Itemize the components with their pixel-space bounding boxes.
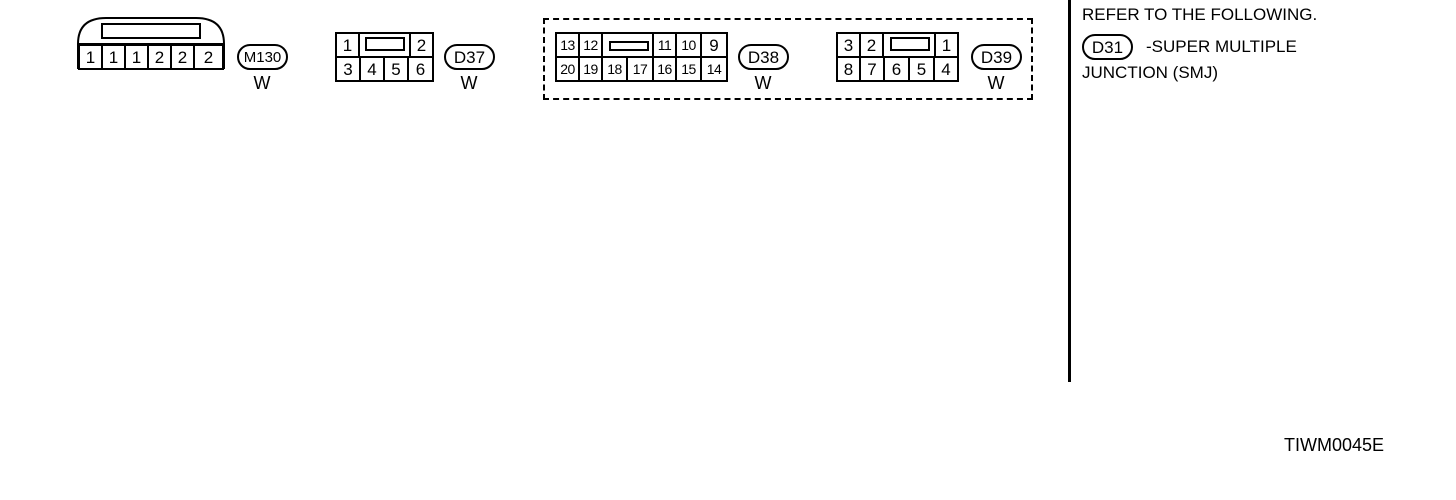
d37-terminal: 1 <box>335 32 360 58</box>
m130-terminal: 2 <box>147 44 172 70</box>
d39-latch <box>890 37 930 51</box>
m130-terminal: 2 <box>170 44 195 70</box>
d37-terminal: 6 <box>407 56 434 82</box>
m130-terminal: 1 <box>78 44 103 70</box>
refer-note: REFER TO THE FOLLOWING. <box>1082 5 1318 24</box>
d31-description-line1: -SUPER MULTIPLE <box>1146 37 1297 56</box>
d39-terminal: 4 <box>933 56 959 82</box>
m130-connector-id: M130 <box>237 44 288 70</box>
d38-terminal: 10 <box>675 32 702 58</box>
d37-terminal: 3 <box>335 56 361 82</box>
section-divider <box>1068 0 1071 382</box>
d38-terminal: 17 <box>626 56 654 82</box>
m130-terminal: 1 <box>101 44 126 70</box>
d38-terminal: 11 <box>652 32 677 58</box>
d38-terminal: 19 <box>578 56 603 82</box>
d39-terminal: 3 <box>836 32 861 58</box>
m130-terminal: 1 <box>124 44 149 70</box>
d39-terminal: 2 <box>859 32 884 58</box>
d31-description-line2: JUNCTION (SMJ) <box>1082 63 1218 82</box>
d37-wire-color: W <box>460 73 478 93</box>
d38-connector-id: D38 <box>738 44 789 70</box>
d38-terminal: 16 <box>652 56 677 82</box>
d38-terminal: 15 <box>675 56 702 82</box>
d39-wire-color: W <box>987 73 1005 93</box>
d38-latch <box>609 41 649 51</box>
d38-terminal: 18 <box>601 56 628 82</box>
d38-terminal: 20 <box>555 56 580 82</box>
d37-latch <box>365 37 405 51</box>
d31-connector-id: D31 <box>1082 34 1133 60</box>
d39-terminal: 7 <box>859 56 885 82</box>
d38-terminal: 13 <box>555 32 580 58</box>
d38-terminal: 14 <box>700 56 728 82</box>
d39-terminal: 1 <box>934 32 959 58</box>
d38-wire-color: W <box>754 73 772 93</box>
d38-terminal: 9 <box>700 32 728 58</box>
d39-terminal: 8 <box>836 56 861 82</box>
d39-terminal: 6 <box>883 56 910 82</box>
d37-terminal: 2 <box>409 32 434 58</box>
d37-terminal: 5 <box>383 56 409 82</box>
d39-terminal: 5 <box>908 56 935 82</box>
m130-wire-color: W <box>253 73 271 93</box>
figure-code: TIWM0045E <box>1284 435 1385 455</box>
d38-terminal: 12 <box>578 32 603 58</box>
d37-connector-id: D37 <box>444 44 495 70</box>
d39-connector-id: D39 <box>971 44 1022 70</box>
d37-terminal: 4 <box>359 56 385 82</box>
m130-latch <box>101 23 201 39</box>
m130-terminal: 2 <box>193 44 224 70</box>
connector-group-outline <box>543 18 1033 100</box>
